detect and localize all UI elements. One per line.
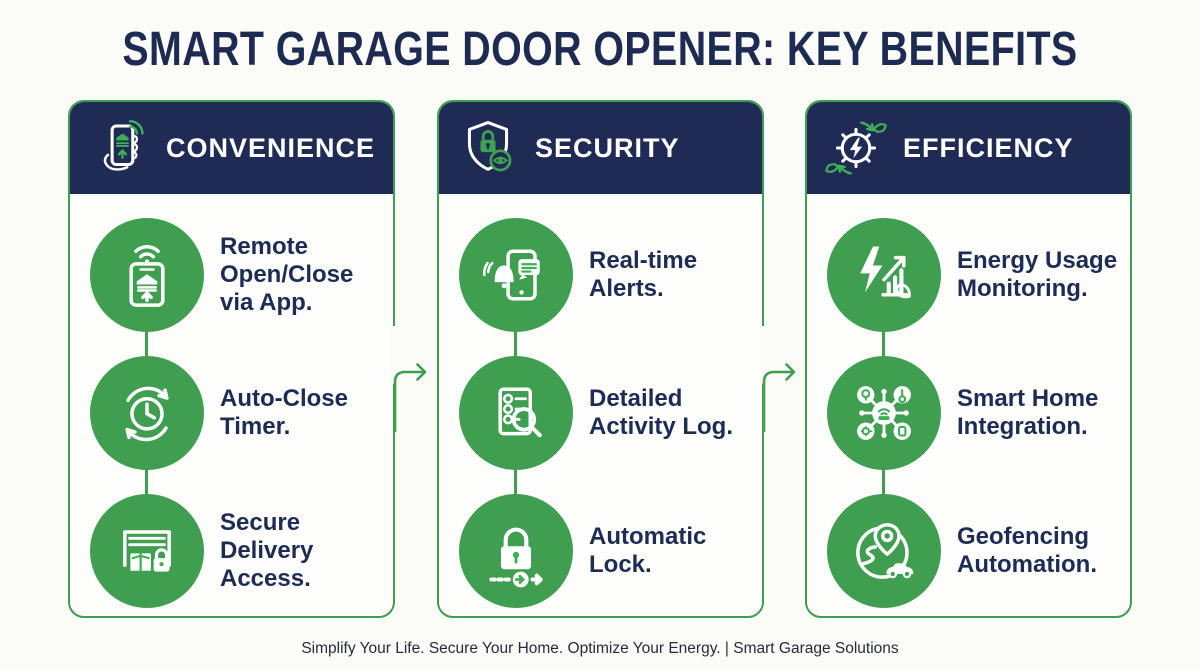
benefit-item: Energy Usage Monitoring. <box>807 206 1130 344</box>
column-header-label: CONVENIENCE <box>166 132 376 163</box>
column-header-label: EFFICIENCY <box>903 132 1074 163</box>
benefit-item: Remote Open/Close via App. <box>70 206 393 344</box>
benefit-text: Automatic Lock. <box>589 522 707 578</box>
phone-bell-alert-icon <box>483 249 540 301</box>
column-header-security: SECURITY <box>439 102 762 194</box>
benefit-icon-circle <box>90 218 204 332</box>
hand-holding-phone-icon <box>103 119 144 171</box>
benefit-icon-circle <box>459 494 573 608</box>
benefit-icon-circle <box>827 356 941 470</box>
flow-arrow-security-to-efficiency <box>760 326 796 432</box>
benefit-list-convenience: Remote Open/Close via App. Auto-Close Ti… <box>70 194 393 616</box>
benefit-item: Secure Delivery Access. <box>70 482 393 616</box>
smart-home-hub-icon <box>857 386 911 440</box>
benefit-text: Smart Home Integration. <box>957 384 1099 440</box>
column-convenience: CONVENIENCE Remote Open/Close via App. <box>68 100 395 618</box>
column-header-convenience: CONVENIENCE <box>70 102 393 194</box>
column-header-efficiency: EFFICIENCY <box>807 102 1130 194</box>
benefit-item: Smart Home Integration. <box>807 344 1130 482</box>
benefit-item: Geofencing Automation. <box>807 482 1130 616</box>
benefit-list-efficiency: Energy Usage Monitoring. <box>807 194 1130 616</box>
benefit-text: Geofencing Automation. <box>957 522 1097 578</box>
garage-package-lock-icon <box>123 530 171 572</box>
benefit-text: Real-time Alerts. <box>589 246 698 302</box>
column-efficiency: EFFICIENCY Energy Usage Monitoring. <box>805 100 1132 618</box>
benefit-icon-circle <box>459 356 573 470</box>
benefit-text: Auto-Close Timer. <box>220 384 348 440</box>
column-header-label: SECURITY <box>535 132 680 163</box>
page-title: SMART GARAGE DOOR OPENER: KEY BENEFITS <box>122 23 1078 76</box>
flow-arrow-convenience-to-security <box>391 326 427 432</box>
footer-tagline: Simplify Your Life. Secure Your Home. Op… <box>301 640 899 657</box>
auto-close-timer-icon <box>125 386 169 442</box>
benefit-icon-circle <box>459 218 573 332</box>
benefit-item: Detailed Activity Log. <box>439 344 762 482</box>
benefit-icon-circle <box>90 494 204 608</box>
benefit-text: Secure Delivery Access. <box>220 508 314 593</box>
benefit-text: Remote Open/Close via App. <box>220 232 354 317</box>
benefit-item: Automatic Lock. <box>439 482 762 616</box>
benefit-icon-circle <box>827 218 941 332</box>
padlock-auto-arrow-icon <box>489 527 543 588</box>
activity-log-magnifier-icon <box>498 387 542 438</box>
benefit-text: Energy Usage Monitoring. <box>957 246 1118 302</box>
benefit-icon-circle <box>90 356 204 470</box>
phone-garage-wifi-icon <box>129 244 165 307</box>
energy-chart-leaf-icon <box>860 246 911 299</box>
benefit-icon-circle <box>827 494 941 608</box>
benefit-item: Real-time Alerts. <box>439 206 762 344</box>
benefit-item: Auto-Close Timer. <box>70 344 393 482</box>
gear-bolt-leaves-icon <box>825 121 887 175</box>
geofencing-car-pin-icon <box>856 523 914 579</box>
benefit-list-security: Real-time Alerts. Detailed Activity Log. <box>439 194 762 616</box>
benefit-text: Detailed Activity Log. <box>589 384 734 440</box>
column-security: SECURITY Real-time Alerts. <box>437 100 764 618</box>
shield-lock-eye-icon <box>467 121 512 172</box>
